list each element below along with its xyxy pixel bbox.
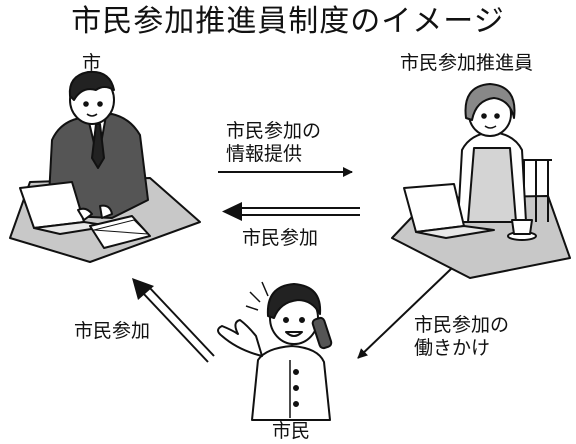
citizen-label: 市民 — [272, 420, 311, 442]
diagram-title: 市民参加推進員制度のイメージ — [71, 4, 505, 39]
city-label: 市 — [82, 52, 102, 74]
outreach-arrow — [357, 267, 453, 359]
participation-label-top: 市民参加 — [242, 227, 319, 249]
citizen-body — [251, 345, 331, 421]
promoter-laptop-keyboard — [415, 225, 495, 239]
promoter-label: 市民参加推進員 — [400, 52, 534, 74]
promoter-apron — [467, 147, 517, 223]
promoter-hair — [464, 83, 516, 121]
promoter-illustration — [391, 83, 571, 279]
info-label-line1: 市民参加の — [226, 120, 322, 142]
promoter-cup — [511, 219, 533, 235]
outreach-label-line1: 市民参加の — [414, 314, 510, 336]
participation-arrow-left — [132, 278, 215, 363]
info-label-line2: 情報提供 — [226, 143, 303, 165]
citizen-hand — [217, 319, 263, 357]
city-official-illustration — [9, 70, 201, 263]
city-official-hair — [68, 70, 115, 101]
promoter-laptop-screen — [403, 183, 465, 233]
participation-label-left: 市民参加 — [74, 320, 151, 342]
outreach-label-line2: 働きかけ — [414, 337, 491, 359]
citizen-phone — [311, 316, 333, 350]
citizen-hair — [266, 283, 322, 319]
citizen-illustration — [217, 281, 333, 421]
participation-arrow-top — [222, 202, 360, 221]
